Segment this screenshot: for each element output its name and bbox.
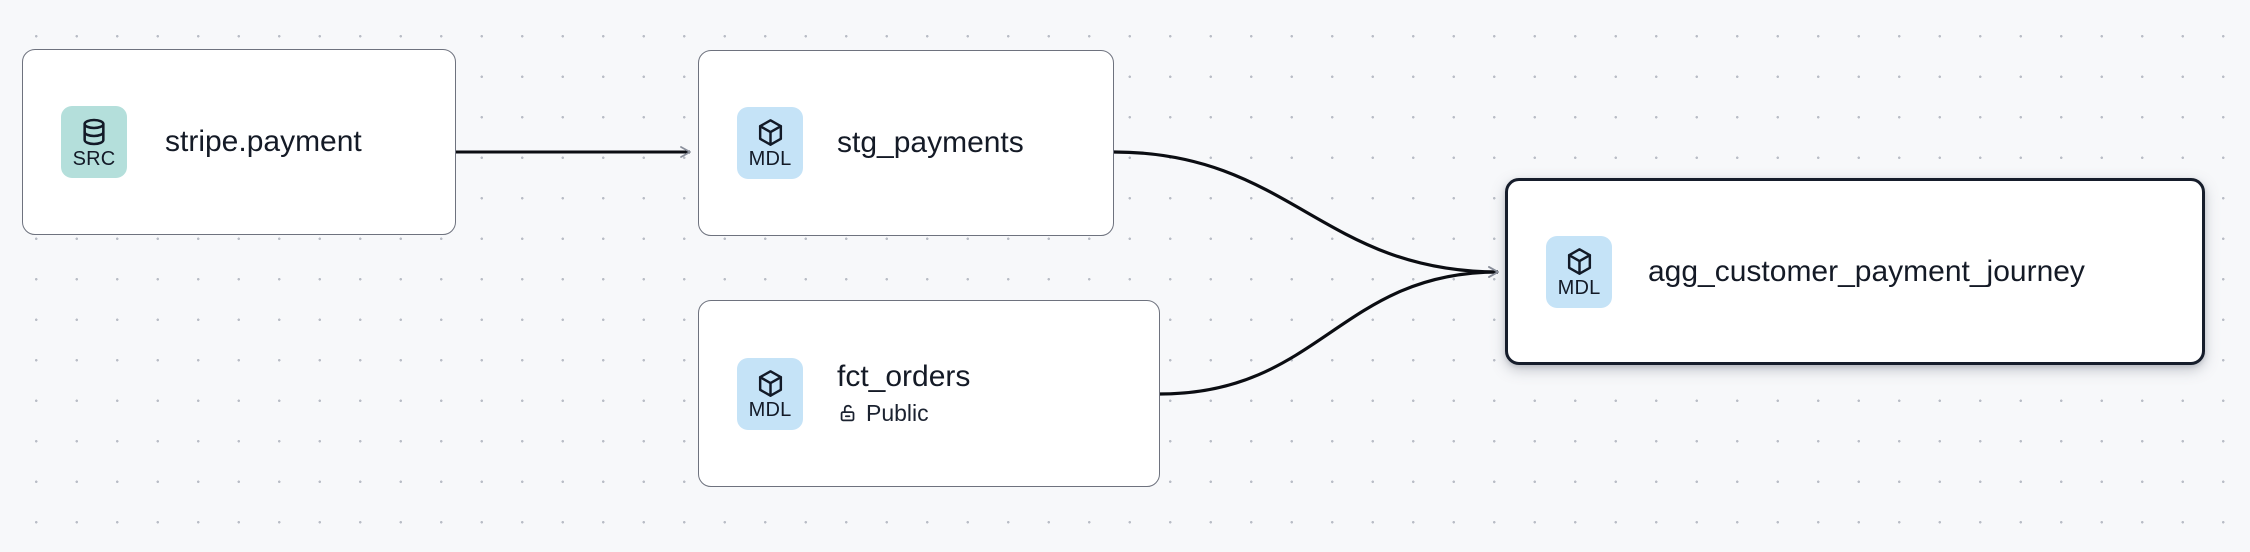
node-body: agg_customer_payment_journey <box>1648 255 2085 289</box>
node-stripe-payment[interactable]: SRC stripe.payment <box>22 49 456 235</box>
cube-icon <box>758 119 782 146</box>
node-visibility-label: Public <box>866 399 929 426</box>
cube-icon <box>758 369 782 397</box>
node-title: stripe.payment <box>165 125 362 159</box>
node-body: fct_orders Public <box>837 360 970 427</box>
node-body: stripe.payment <box>165 125 362 159</box>
node-fct-orders[interactable]: MDL fct_orders Public <box>698 300 1160 487</box>
badge-src: SRC <box>61 106 127 178</box>
node-body: stg_payments <box>837 126 1024 160</box>
unlock-icon <box>840 405 855 422</box>
badge-mdl-label: MDL <box>1557 276 1601 299</box>
badge-mdl: MDL <box>737 107 803 179</box>
node-agg-customer-payment-journey[interactable]: MDL agg_customer_payment_journey <box>1505 178 2205 365</box>
node-stg-payments[interactable]: MDL stg_payments <box>698 50 1114 236</box>
edge-fct-orders-to-agg <box>1159 266 1499 396</box>
node-visibility: Public <box>837 400 970 427</box>
badge-mdl: MDL <box>1546 235 1612 308</box>
node-title: stg_payments <box>837 126 1024 160</box>
badge-mdl: MDL <box>737 357 803 430</box>
cube-icon <box>1567 247 1591 275</box>
badge-mdl-label: MDL <box>748 148 792 170</box>
node-title: agg_customer_payment_journey <box>1648 254 2085 288</box>
badge-src-label: SRC <box>72 147 116 170</box>
database-icon <box>83 118 105 145</box>
edge-stg-payments-to-agg <box>1113 150 1499 278</box>
badge-mdl-label: MDL <box>748 398 792 421</box>
node-title: fct_orders <box>837 360 971 394</box>
